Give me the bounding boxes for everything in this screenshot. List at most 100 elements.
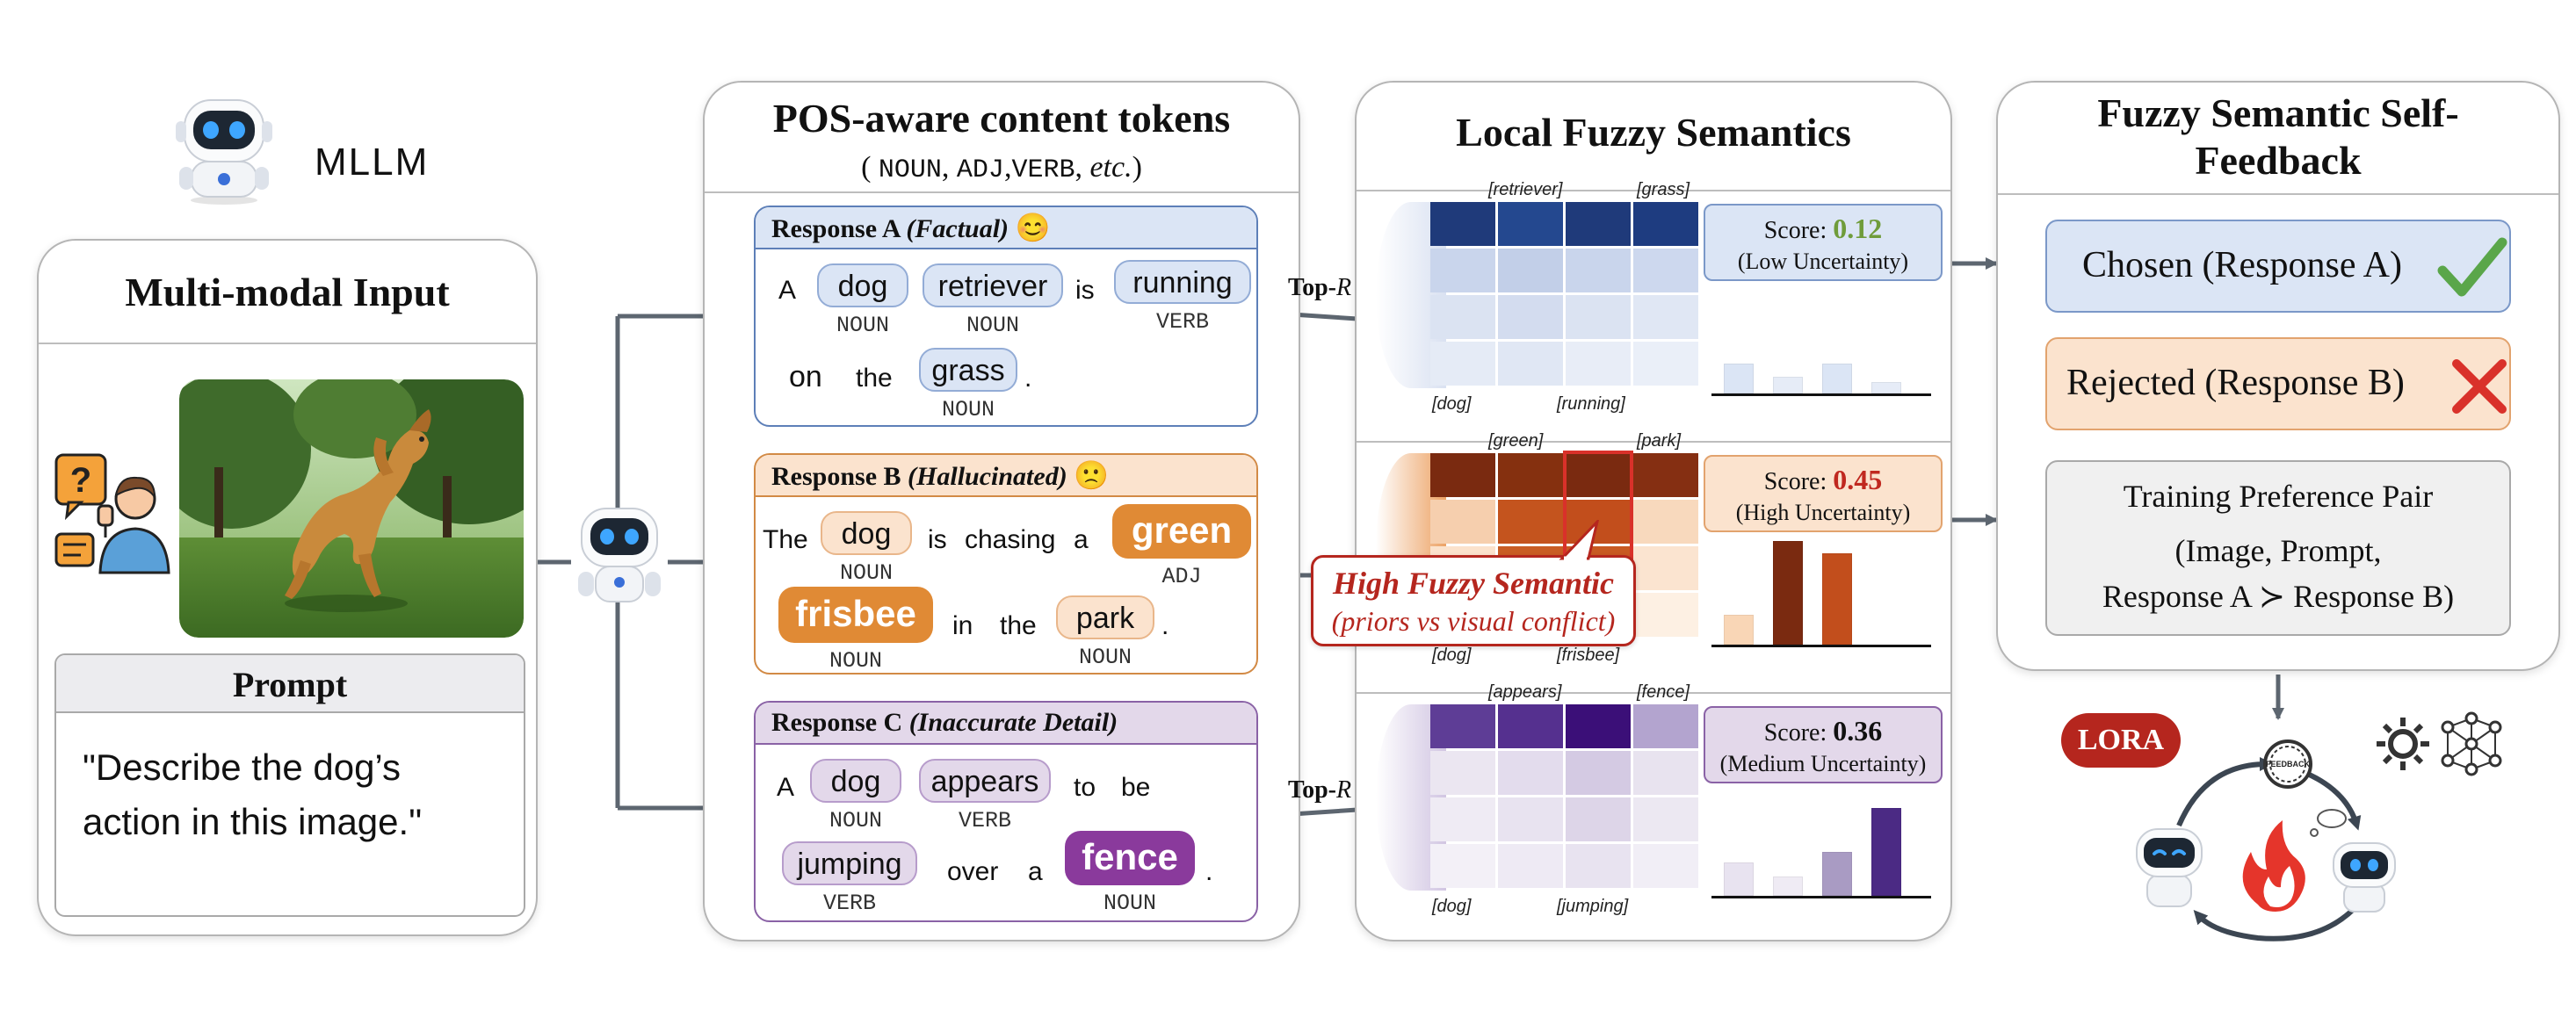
callout-pointer [1559, 520, 1600, 560]
pos-b-green: ADJ [1161, 564, 1202, 589]
pair-line3: Response A ≻ Response B) [2102, 579, 2455, 614]
word-b-in: in [952, 611, 973, 640]
word-c-over: over [947, 857, 999, 886]
heatmap-cell [1633, 593, 1698, 637]
uncertainty-label: (Medium Uncertainty) [1719, 751, 1927, 776]
word-c-be: be [1121, 773, 1151, 802]
word-a-the: the [856, 364, 893, 393]
bar-baseline [1711, 896, 1931, 898]
heatmap-cell [1566, 704, 1631, 748]
feedback-panel-divider [1998, 193, 2558, 195]
cross-icon [2452, 359, 2507, 414]
heatmap-cell [1430, 342, 1495, 386]
feedback-badge-label: FEEDBACK [2265, 760, 2310, 768]
feedback-title-line2: Feedback [2195, 138, 2362, 183]
bottom-token-tag: [dog] [1432, 646, 1472, 665]
pos-tokens-panel: POS-aware content tokens ( NOUN, ADJ,VER… [703, 81, 1300, 941]
pos-c-jumping: VERB [822, 891, 876, 916]
heatmap-cell [1566, 844, 1631, 888]
heatmap-cell [1566, 751, 1631, 795]
pos-c-fence: NOUN [1103, 891, 1156, 916]
word-b-period: . [1161, 611, 1169, 640]
score-box: Score: 0.45(High Uncertainty) [1704, 455, 1943, 532]
self-feedback-loop [2136, 739, 2396, 941]
checkmark-icon [2437, 237, 2507, 297]
top-r-label-c: Top-R [1288, 776, 1352, 804]
pos-c-appears: VERB [958, 808, 1011, 833]
response-c-header: Response C (Inaccurate Detail) [756, 703, 1256, 745]
prompt-header [56, 655, 524, 713]
heatmap-cell [1633, 342, 1698, 386]
score-value: 0.12 [1833, 213, 1883, 244]
score-label: Score: [1763, 719, 1834, 747]
pos-b-frisbee: NOUN [829, 648, 882, 674]
uncertainty-bar [1822, 852, 1852, 896]
bottom-token-tag: [dog] [1432, 394, 1472, 414]
word-b-is: is [928, 525, 947, 554]
heatmap-cell [1498, 295, 1563, 339]
worried-emoji-icon: 🙁 [1074, 459, 1110, 491]
heatmap-cell [1498, 249, 1563, 292]
pos-b-park: NOUN [1078, 645, 1132, 670]
callout-title: High Fuzzy Semantic [1332, 566, 1615, 601]
pos-a-running: VERB [1155, 309, 1209, 335]
multimodal-input-panel: Multi-modal Input ? [37, 239, 538, 936]
bottom-token-tag: [dog] [1432, 897, 1472, 916]
heatmap-cell [1633, 500, 1698, 544]
word-c-period: . [1205, 857, 1213, 886]
user-question-icon: ? [54, 453, 170, 574]
score-value: 0.36 [1833, 715, 1883, 747]
chip-c-appears: appears [919, 759, 1051, 803]
heatmap-cell [1430, 453, 1495, 497]
word-c-a2: a [1028, 857, 1043, 886]
heatmap-cell [1498, 500, 1563, 544]
word-b-a: a [1074, 525, 1089, 554]
center-robot-icon [578, 508, 661, 602]
chip-a-grass: grass [919, 348, 1017, 392]
uncertainty-bar [1724, 862, 1754, 896]
pair-line2: (Image, Prompt, [2174, 533, 2382, 568]
chip-c-fence: fence [1065, 831, 1195, 885]
word-b-the: The [763, 525, 808, 554]
heatmap-cell [1633, 249, 1698, 292]
prompt-text-line1: "Describe the dog’s [83, 747, 402, 788]
response-b-header: Response B (Hallucinated) 🙁 [756, 455, 1256, 497]
heatmap-cell [1633, 546, 1698, 590]
fuzzy-panel-title: Local Fuzzy Semantics [1456, 110, 1851, 155]
word-a-on: on [789, 360, 822, 393]
response-a-header: Response A (Factual) 😊 [756, 207, 1256, 249]
score-label: Score: [1763, 217, 1834, 244]
top-token-tag: [park] [1637, 431, 1682, 451]
mllm-robot-icon [176, 99, 272, 205]
heatmap-cell [1430, 844, 1495, 888]
chip-a-dog: dog [817, 263, 908, 307]
pair-title: Training Preference Pair [2123, 479, 2434, 514]
pos-c-dog: NOUN [829, 808, 882, 833]
response-c-card: Response C (Inaccurate Detail) A dog NOU… [754, 701, 1258, 922]
mllm-label: MLLM [315, 141, 430, 184]
heatmap-cell [1633, 704, 1698, 748]
heatmap-cell [1566, 202, 1631, 246]
heatmap-cell [1633, 797, 1698, 841]
response-b-card: Response B (Hallucinated) 🙁 The dog NOUN… [754, 453, 1258, 675]
chip-c-dog: dog [810, 759, 901, 803]
heatmap-cell [1566, 342, 1631, 386]
heatmap-cell [1633, 751, 1698, 795]
happy-emoji-icon: 😊 [1015, 212, 1051, 243]
preference-pair-box: Training Preference Pair (Image, Prompt,… [2045, 460, 2511, 636]
input-panel-divider [39, 343, 536, 344]
bottom-token-tag: [jumping] [1557, 897, 1629, 916]
neural-network-icon [2441, 711, 2502, 776]
lora-badge: LORA [2061, 713, 2181, 768]
heatmap-cell [1498, 751, 1563, 795]
uncertainty-bar [1724, 615, 1754, 645]
chip-b-green: green [1112, 504, 1251, 559]
top-r-label-a: Top-R [1288, 274, 1352, 301]
prompt-title: Prompt [232, 665, 348, 704]
score-box: Score: 0.12(Low Uncertainty) [1704, 204, 1943, 281]
chip-a-retriever: retriever [923, 263, 1063, 307]
pos-a-retriever: NOUN [966, 313, 1019, 338]
score-value: 0.45 [1833, 464, 1883, 495]
uncertainty-bar [1773, 541, 1803, 645]
top-token-tag: [fence] [1637, 682, 1690, 702]
